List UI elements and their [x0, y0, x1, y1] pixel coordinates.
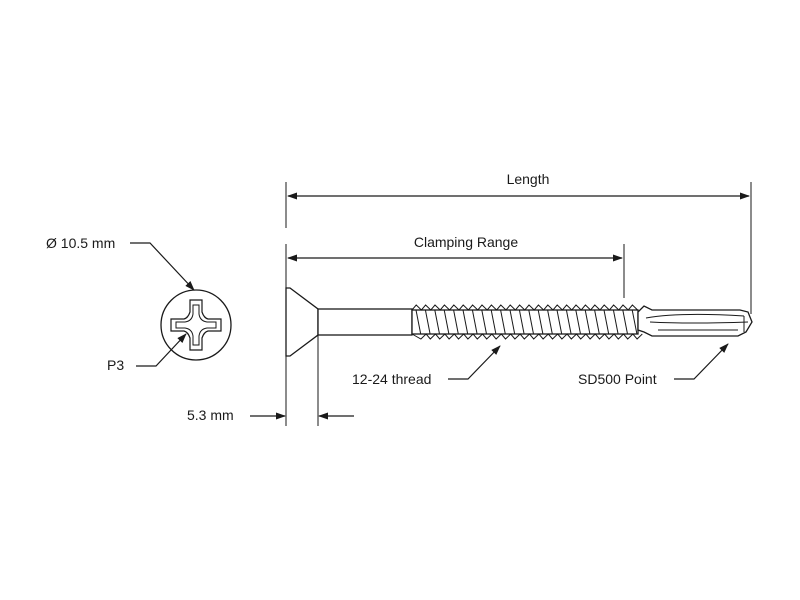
screw-shank	[317, 308, 413, 336]
thread-turn	[603, 309, 610, 335]
thread-callout: 12-24 thread	[352, 345, 501, 387]
clamping-range-dimension: Clamping Range	[285, 234, 625, 298]
thread-turn	[490, 309, 497, 335]
thread-turn	[584, 309, 591, 335]
head-diameter-label: Ø 10.5 mm	[46, 235, 115, 251]
thread-turn	[556, 309, 563, 335]
thread-turn	[537, 309, 544, 335]
head-height-label: 5.3 mm	[187, 407, 234, 423]
thread-turn	[622, 309, 628, 335]
thread-turn	[500, 309, 506, 335]
phillips-recess-icon	[170, 299, 222, 351]
thread-turn	[528, 309, 534, 335]
length-label: Length	[507, 171, 550, 187]
thread-label: 12-24 thread	[352, 371, 431, 387]
clamping-range-label: Clamping Range	[414, 234, 518, 250]
thread-turn	[462, 309, 469, 335]
point-label: SD500 Point	[578, 371, 657, 387]
thread-turn	[565, 309, 572, 335]
thread-turn	[424, 309, 431, 335]
drive-label: P3	[107, 357, 124, 373]
point-leader	[674, 343, 729, 380]
screw-thread	[411, 304, 643, 340]
thread-turn	[434, 309, 440, 335]
screw-side-view	[285, 287, 753, 357]
thread-leader	[448, 345, 501, 380]
head-height-dimension: 5.3 mm	[187, 335, 354, 426]
thread-turn	[518, 309, 525, 335]
thread-turn	[547, 309, 553, 335]
thread-turn	[443, 309, 450, 335]
thread-turn	[481, 309, 487, 335]
phillips-recess-inner	[175, 304, 217, 346]
head-diameter-callout: Ø 10.5 mm	[46, 235, 195, 291]
drill-flute-mid	[649, 321, 749, 324]
drive-callout: P3	[107, 333, 187, 373]
thread-turn	[415, 309, 422, 335]
point-callout: SD500 Point	[578, 343, 729, 387]
thread-turn	[575, 309, 581, 335]
thread-crest-top	[411, 304, 638, 311]
length-dimension: Length	[285, 171, 752, 314]
thread-turn	[509, 309, 516, 335]
thread-turn	[471, 309, 478, 335]
thread-turn	[594, 309, 600, 335]
thread-turn	[631, 309, 638, 335]
head-diameter-leader	[130, 242, 195, 291]
thread-turn	[612, 309, 619, 335]
drive-leader	[136, 333, 187, 367]
drill-flute-top	[645, 313, 745, 319]
thread-turn	[453, 309, 459, 335]
screw-head	[285, 287, 319, 357]
thread-core	[411, 309, 639, 335]
thread-crest-bottom	[411, 333, 643, 340]
drill-point	[637, 305, 753, 337]
